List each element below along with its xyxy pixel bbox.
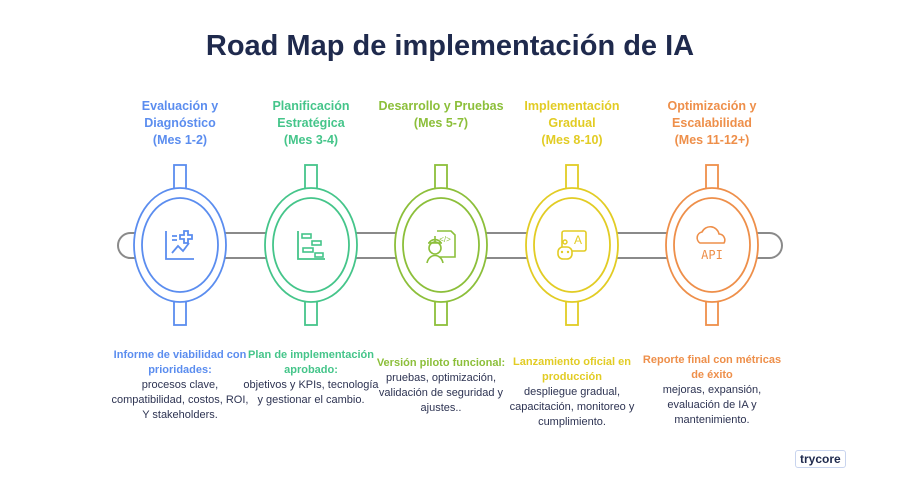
deliverable-details: procesos clave, compatibilidad, costos, …	[111, 379, 249, 421]
robot-screen-icon: A	[557, 230, 587, 260]
phase-description: Reporte final con métricas de éxito mejo…	[642, 353, 782, 428]
phase-name: Planificación Estratégica	[272, 99, 350, 130]
svg-text:</>: </>	[439, 235, 451, 244]
page-title: Road Map de implementación de IA	[205, 30, 695, 62]
inner-ring	[141, 197, 219, 293]
phase-period: (Mes 3-4)	[283, 133, 339, 147]
deliverable-title: Reporte final con métricas de éxito	[642, 354, 782, 381]
phase-title: Planificación Estratégica (Mes 3-4)	[246, 98, 376, 149]
phase-period: (Mes 8-10)	[541, 133, 603, 147]
phase-title: Evaluación y Diagnóstico (Mes 1-2)	[115, 98, 245, 149]
phase-node	[133, 164, 227, 326]
deliverable-details: mejoras, expansión, evaluación de IA y m…	[662, 384, 762, 426]
phase-node	[264, 164, 358, 326]
phase-title: Implementación Gradual (Mes 8-10)	[507, 98, 637, 149]
phase-description: Informe de viabilidad con prioridades: p…	[110, 348, 250, 423]
deliverable-details: objetivos y KPIs, tecnología y gestionar…	[243, 379, 379, 406]
phase-node: A	[525, 164, 619, 326]
phase-node: </>	[394, 164, 488, 326]
phase-title: Desarrollo y Pruebas (Mes 5-7)	[376, 98, 506, 132]
svg-text:A: A	[574, 233, 582, 247]
svg-text:API: API	[701, 248, 723, 262]
phase-title: Optimización y Escalabilidad (Mes 11-12+…	[647, 98, 777, 149]
deliverable-title: Lanzamiento oficial en producción	[513, 356, 631, 383]
deliverable-title: Versión piloto funcional:	[376, 357, 506, 369]
inner-ring	[673, 197, 751, 293]
phase-name: Evaluación y Diagnóstico	[141, 99, 219, 130]
inner-ring	[533, 197, 611, 293]
phase-period: (Mes 1-2)	[152, 133, 208, 147]
gantt-icon	[297, 231, 325, 260]
phase-name: Desarrollo y Pruebas	[378, 99, 504, 113]
inner-ring	[272, 197, 350, 293]
deliverable-title: Plan de implementación aprobado:	[248, 349, 374, 376]
deliverable-details: despliegue gradual, capacitación, monito…	[509, 386, 635, 428]
trycore-logo: trycore	[795, 450, 846, 468]
phase-description: Lanzamiento oficial en producción despli…	[502, 355, 642, 430]
phase-name: Optimización y Escalabilidad	[667, 99, 757, 130]
phase-node: API	[665, 164, 759, 326]
phase-period: (Mes 11-12+)	[674, 133, 750, 147]
phase-description: Plan de implementación aprobado: objetiv…	[241, 348, 381, 408]
phase-period: (Mes 5-7)	[413, 116, 469, 130]
phase-description: Versión piloto funcional: pruebas, optim…	[371, 356, 511, 416]
chart-plus-icon	[165, 230, 194, 260]
phase-name: Implementación Gradual	[524, 99, 620, 130]
cloud-api-icon: API	[696, 226, 726, 262]
developer-code-icon: </>	[426, 230, 456, 264]
deliverable-details: pruebas, optimización, validación de seg…	[378, 372, 504, 414]
deliverable-title: Informe de viabilidad con prioridades:	[113, 349, 247, 376]
